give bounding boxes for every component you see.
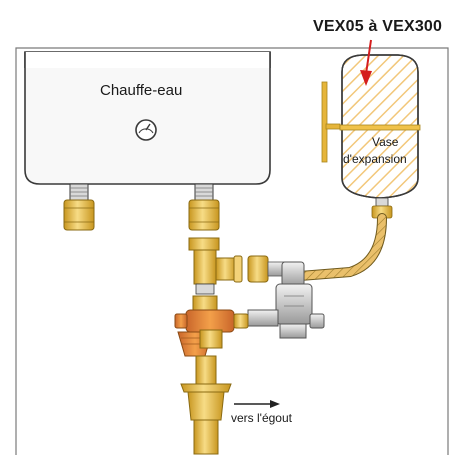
- expansion-vessel-label-line1: Vase: [372, 135, 399, 149]
- drain-arrow: [234, 400, 280, 408]
- tee-fitting: [188, 237, 243, 295]
- expansion-vessel-label-line2: d'expansion: [343, 152, 407, 166]
- water-heater-label: Chauffe-eau: [100, 82, 183, 99]
- heater-outlet-right: [188, 183, 220, 231]
- water-heater: [24, 51, 271, 231]
- safety-group: [174, 295, 249, 455]
- model-range-label: VEX05 à VEX300: [313, 18, 443, 35]
- expansion-vessel: [321, 54, 421, 219]
- thermostat-gauge-icon: [135, 119, 157, 141]
- model-arrow: [360, 39, 372, 86]
- pressure-valve: [247, 261, 325, 339]
- flexible-hose: [295, 213, 387, 281]
- frame-lines: [15, 47, 449, 455]
- heater-outlet-left: [63, 183, 95, 231]
- drain-label: vers l'égout: [231, 411, 292, 425]
